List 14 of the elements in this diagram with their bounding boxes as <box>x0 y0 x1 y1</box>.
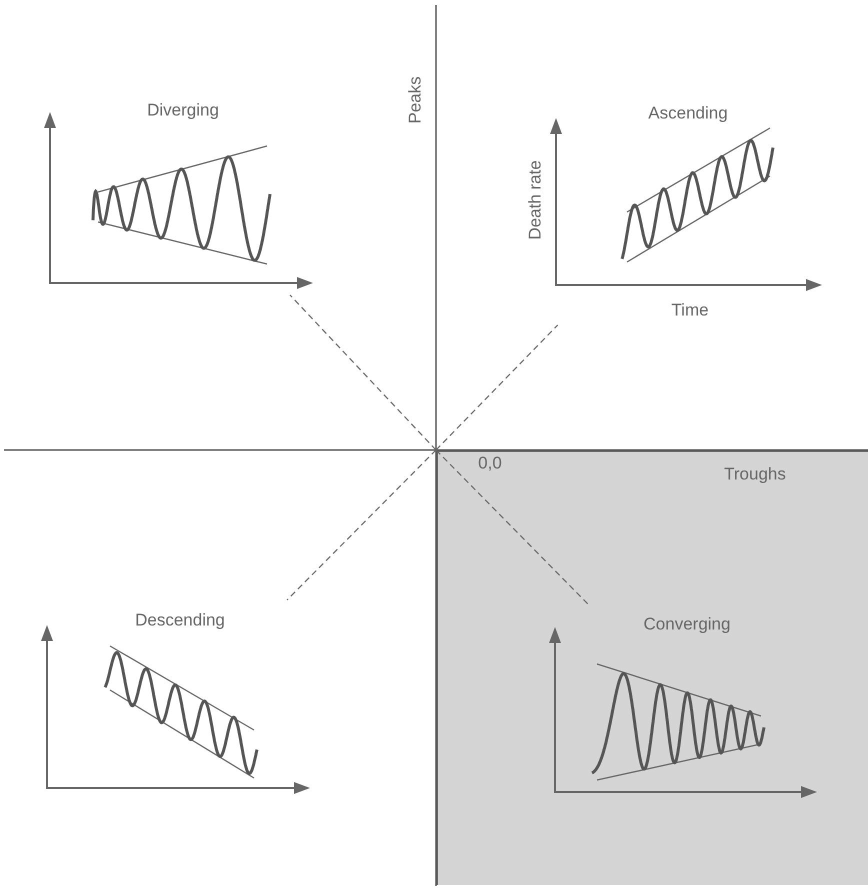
chart-title: Ascending <box>648 104 728 122</box>
dashed-guide-line <box>286 450 436 600</box>
dashed-guide-line <box>436 450 590 606</box>
axis-label: Time <box>671 302 709 318</box>
shaded-quadrant <box>436 450 868 885</box>
axis-label: 0,0 <box>478 454 502 472</box>
dashed-guide-line <box>436 324 558 450</box>
axis-label: Peaks <box>406 76 424 124</box>
dashed-guide-line <box>290 294 436 450</box>
axis-label: Death rate <box>526 160 544 240</box>
chart-title: Diverging <box>147 102 219 118</box>
chart-title: Converging <box>644 616 730 632</box>
chart-title: Descending <box>135 612 225 628</box>
axis-label: Troughs <box>724 466 786 482</box>
